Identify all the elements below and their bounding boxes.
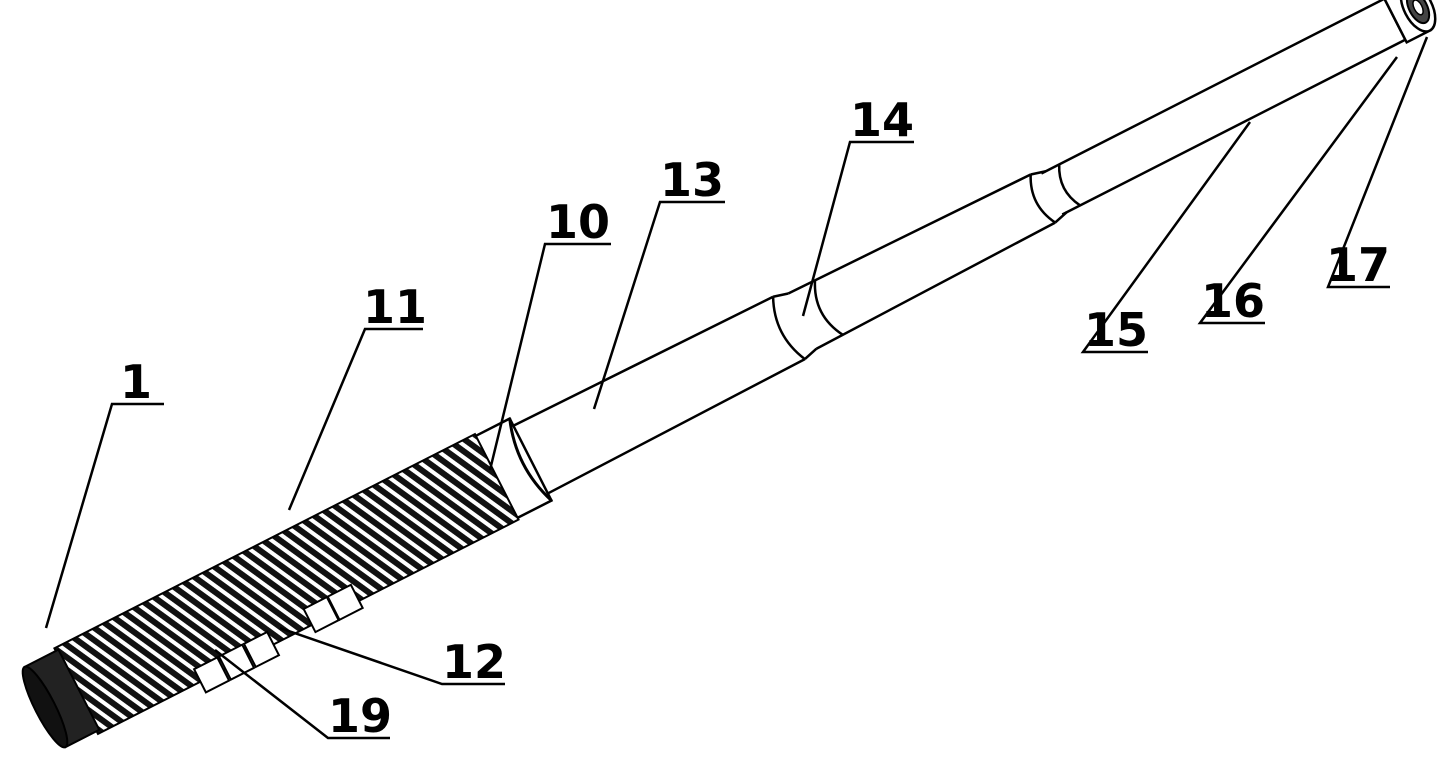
- label-13: 13: [660, 153, 724, 207]
- label-15: 15: [1084, 303, 1148, 357]
- label-1: 1: [120, 355, 152, 409]
- leader-1: [44, 402, 164, 629]
- tip-17-core: [1412, 0, 1424, 16]
- end-cap-face: [21, 665, 69, 749]
- label-19: 19: [328, 689, 392, 743]
- label-14: 14: [850, 93, 914, 147]
- joint-ring-13-14-inner: [813, 279, 844, 337]
- label-10: 10: [546, 195, 610, 249]
- joint-13-14: [772, 292, 818, 361]
- leader-19: [214, 649, 390, 740]
- leader-11: [287, 327, 423, 511]
- joint-ring-14-15-outer: [1029, 174, 1056, 224]
- instrument: [21, 0, 1437, 749]
- collar-10-front-arc: [508, 418, 553, 502]
- leader-16: [1197, 56, 1399, 325]
- leader-lines: [44, 36, 1429, 740]
- clip-19: [192, 630, 281, 694]
- joint-14-15: [1030, 170, 1068, 224]
- tube-section-14: [787, 173, 1056, 350]
- leader-14: [801, 140, 914, 317]
- tube-section-13: [512, 295, 806, 495]
- label-16: 16: [1201, 274, 1265, 328]
- clip-12: [302, 583, 365, 634]
- label-17: 17: [1326, 238, 1390, 292]
- leader-10: [488, 242, 611, 471]
- joint-ring-13-14-outer: [771, 296, 806, 361]
- label-12: 12: [442, 635, 506, 689]
- tube-section-15: [1040, 0, 1407, 216]
- leader-12: [279, 626, 505, 686]
- leader-17: [1326, 36, 1429, 289]
- labels: 1 11 10 13 14 15 16 17 12 19: [120, 93, 1390, 743]
- joint-ring-14-15-inner: [1057, 164, 1081, 207]
- leader-13: [592, 200, 725, 410]
- leader-15: [1080, 121, 1252, 354]
- label-11: 11: [363, 280, 427, 334]
